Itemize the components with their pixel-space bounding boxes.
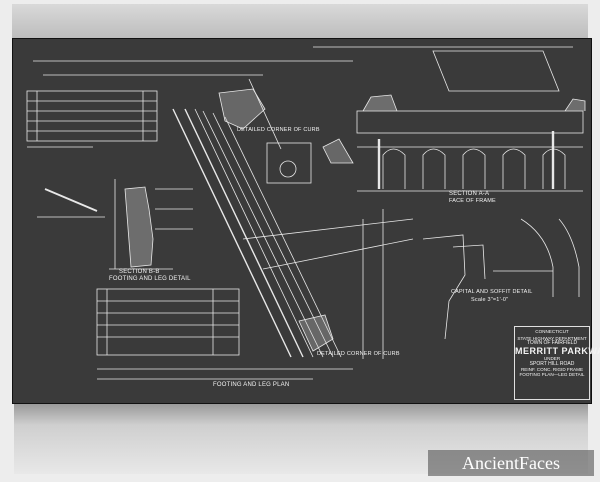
title-block-line: UNDER	[543, 356, 561, 362]
diagonal-curb-drawing	[172, 108, 342, 358]
dimension-line	[242, 218, 414, 240]
label-face-of-frame: FACE OF FRAME	[449, 198, 496, 204]
label-capital-scale: Scale 3"=1'-0"	[471, 297, 509, 303]
label-detailed-corner-top: DETAILED CORNER OF CURB	[237, 127, 320, 133]
dimension-line	[262, 238, 414, 270]
section-bb-drawing	[109, 179, 193, 270]
top-border	[12, 4, 588, 38]
watermark: AncientFaces	[428, 450, 594, 476]
title-block-line: FOOTING PLAN—LEG DETAIL	[519, 372, 585, 378]
label-footing-leg-plan: FOOTING AND LEG PLAN	[213, 382, 290, 388]
title-block-line: STATE HIGHWAY DEPARTMENT	[517, 336, 587, 342]
label-footing-leg-detail: FOOTING AND LEG DETAIL	[109, 276, 191, 282]
title-block-line: CONNECTICUT	[535, 329, 569, 334]
title-block-title: MERRITT PARKWAY	[515, 345, 600, 356]
title-block-line: TOWN OF FAIRFIELD	[526, 340, 578, 347]
north-arrow	[44, 188, 98, 212]
label-detailed-corner-bottom: DETAILED CORNER OF CURB	[317, 351, 400, 357]
title-block-line: REINF. CONC. RIGID FRAME	[520, 367, 584, 373]
plan-sketch	[432, 50, 560, 92]
footing-leg-detail-drawing	[26, 90, 158, 148]
elevation-drawing	[266, 138, 354, 184]
label-capital-soffit: CAPITAL AND SOFFIT DETAIL	[451, 289, 533, 295]
label-section-bb: SECTION B-B	[119, 269, 160, 275]
blueprint-sheet: DETAILED CORNER OF CURB SECTION B-B FOOT…	[12, 38, 592, 404]
footing-leg-plan-drawing	[96, 288, 353, 380]
blueprint-drawing	[26, 46, 586, 380]
title-block-line: SPORT HILL ROAD	[529, 360, 575, 367]
section-aa-drawing	[356, 94, 586, 192]
detailed-corner-top-drawing	[218, 78, 282, 150]
capital-soffit-drawing	[422, 218, 580, 340]
label-section-aa: SECTION A-A	[449, 191, 490, 197]
title-block: CONNECTICUT STATE HIGHWAY DEPARTMENT TOW…	[514, 326, 600, 400]
detailed-corner-bottom-drawing	[298, 314, 334, 352]
